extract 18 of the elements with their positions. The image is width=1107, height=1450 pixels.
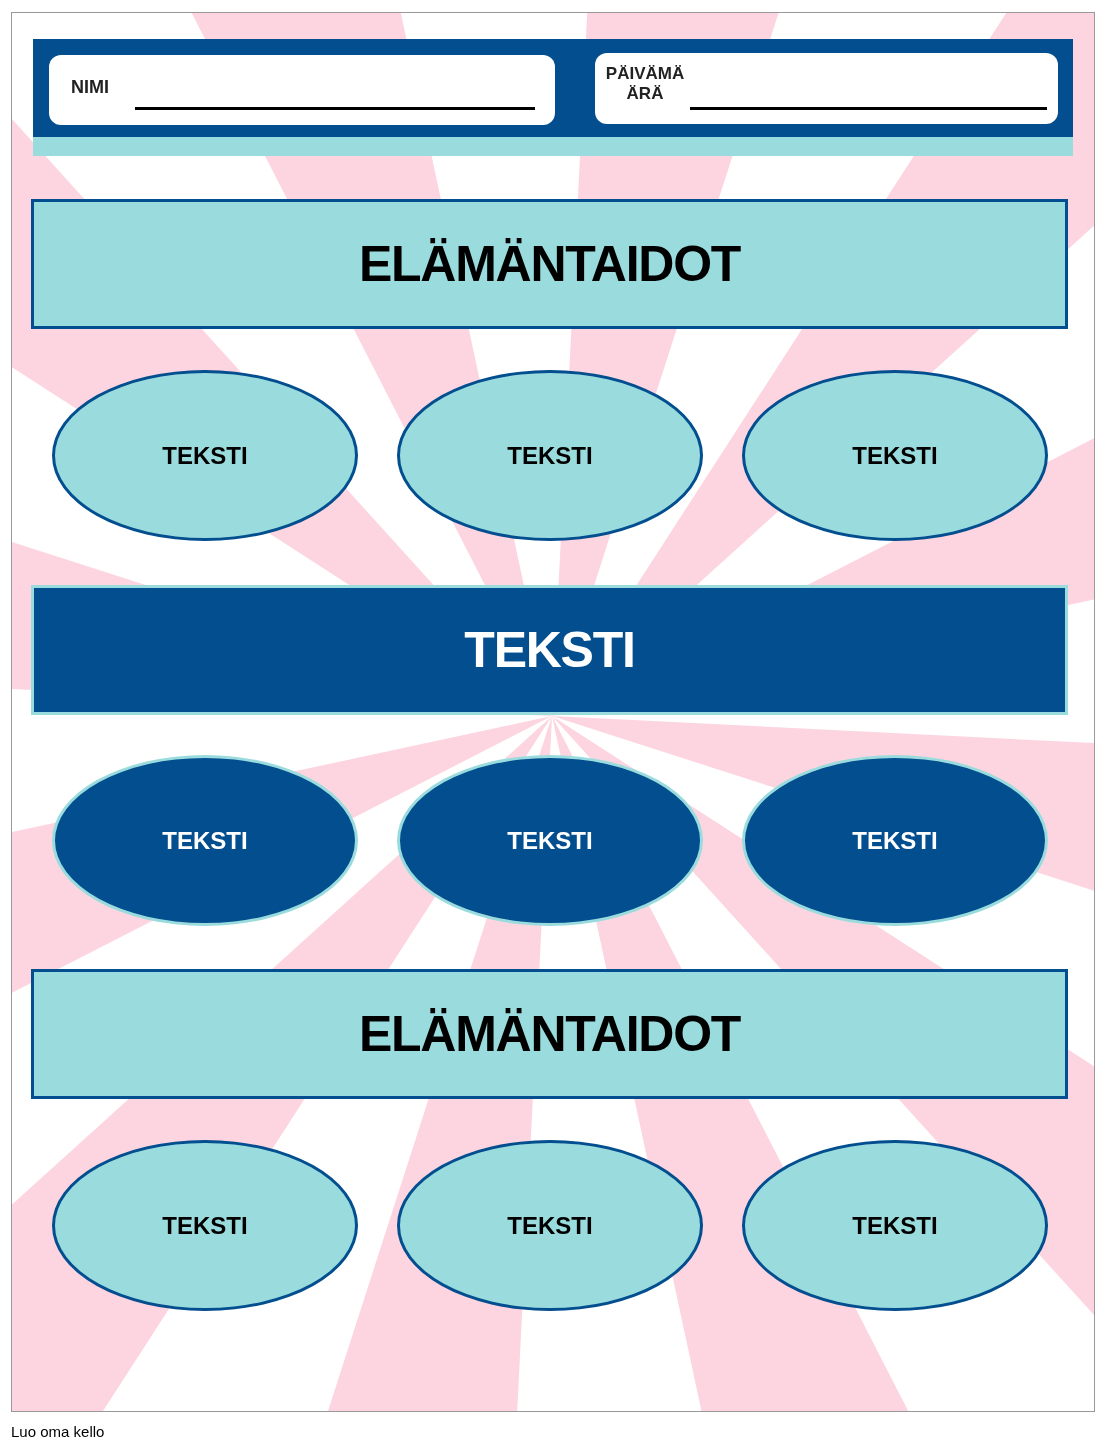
field-label: PÄIVÄMÄÄRÄ bbox=[605, 64, 685, 104]
bubble-text: TEKSTI bbox=[852, 440, 938, 471]
field-label: NIMI bbox=[71, 76, 109, 99]
heading-text: ELÄMÄNTAIDOT bbox=[358, 234, 741, 294]
title-banner bbox=[31, 969, 1068, 1099]
bubble-text: TEKSTI bbox=[852, 825, 938, 856]
bubble-text: TEKSTI bbox=[162, 825, 248, 856]
heading-text: TEKSTI bbox=[464, 620, 635, 680]
heading-text: ELÄMÄNTAIDOT bbox=[358, 1004, 741, 1064]
title-banner bbox=[31, 585, 1068, 715]
bubble-text: TEKSTI bbox=[507, 825, 593, 856]
title-banner bbox=[31, 199, 1068, 329]
bubble-text: TEKSTI bbox=[507, 440, 593, 471]
bubble-text: TEKSTI bbox=[162, 1210, 248, 1241]
bubble-text: TEKSTI bbox=[162, 440, 248, 471]
bubble-text: TEKSTI bbox=[507, 1210, 593, 1241]
bubble-text: TEKSTI bbox=[852, 1210, 938, 1241]
caption: Luo oma kello bbox=[11, 1422, 105, 1442]
